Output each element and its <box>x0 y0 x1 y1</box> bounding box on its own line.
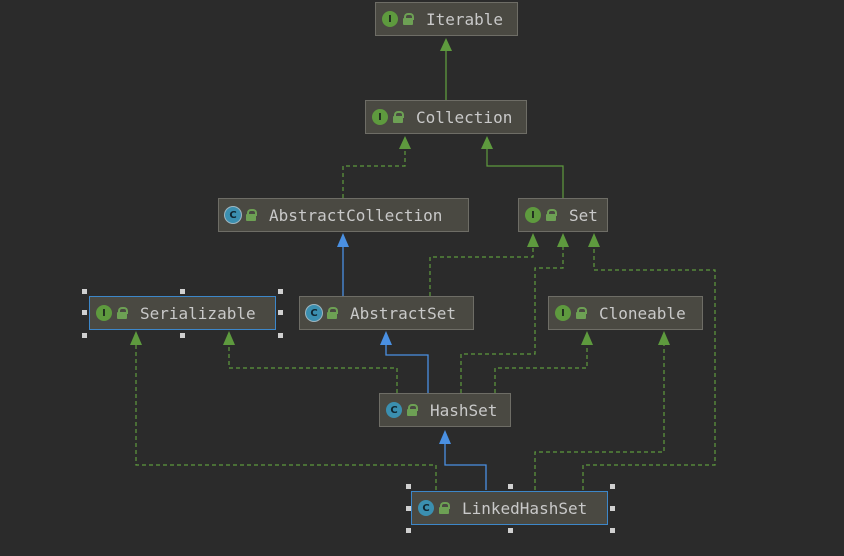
interface-icon: I <box>382 11 398 27</box>
abstract-class-icon: C <box>306 305 322 321</box>
edge-hashset-set <box>460 233 569 393</box>
edge-set-collection <box>481 136 564 198</box>
node-label: Iterable <box>426 9 504 29</box>
interface-icon: I <box>96 305 112 321</box>
selection-handle[interactable] <box>82 310 87 315</box>
node-collection[interactable]: I Collection <box>365 100 527 134</box>
selection-handle[interactable] <box>508 484 513 489</box>
public-lock-icon <box>392 111 404 123</box>
node-label: Set <box>569 205 598 225</box>
edge-linkedhashset-hashset <box>439 430 487 490</box>
selection-handle[interactable] <box>82 333 87 338</box>
public-lock-icon <box>116 307 128 319</box>
edge-abstractset-set <box>429 233 539 296</box>
selection-handle[interactable] <box>278 289 283 294</box>
node-label: HashSet <box>430 400 498 420</box>
interface-icon: I <box>555 305 571 321</box>
selection-handle[interactable] <box>278 333 283 338</box>
selection-handle[interactable] <box>610 506 615 511</box>
selection-handle[interactable] <box>406 506 411 511</box>
node-label: LinkedHashSet <box>462 498 588 518</box>
node-label: Serializable <box>140 303 256 323</box>
selection-handle[interactable] <box>82 289 87 294</box>
node-label: Cloneable <box>599 303 686 323</box>
edge-abstractcollection-collection <box>342 136 411 198</box>
edge-hashset-abstractset <box>380 331 429 393</box>
selection-handle[interactable] <box>406 484 411 489</box>
public-lock-icon <box>575 307 587 319</box>
edge-linkedhashset-set <box>582 233 716 490</box>
interface-icon: I <box>372 109 388 125</box>
selection-handle[interactable] <box>610 484 615 489</box>
edge-hashset-serializable <box>223 331 398 393</box>
selection-handle[interactable] <box>508 528 513 533</box>
edge-hashset-cloneable <box>494 331 593 393</box>
edge-collection-iterable <box>440 38 452 100</box>
selection-handle[interactable] <box>278 310 283 315</box>
edge-linkedhashset-serializable <box>130 331 437 490</box>
public-lock-icon <box>245 209 257 221</box>
node-set[interactable]: I Set <box>518 198 608 232</box>
node-label: AbstractSet <box>350 303 456 323</box>
node-linked-hash-set[interactable]: C LinkedHashSet <box>411 491 608 525</box>
node-cloneable[interactable]: I Cloneable <box>548 296 703 330</box>
public-lock-icon <box>438 502 450 514</box>
public-lock-icon <box>406 404 418 416</box>
node-abstract-set[interactable]: C AbstractSet <box>299 296 474 330</box>
public-lock-icon <box>545 209 557 221</box>
edge-linkedhashset-cloneable <box>534 331 670 490</box>
interface-icon: I <box>525 207 541 223</box>
node-iterable[interactable]: I Iterable <box>375 2 518 36</box>
node-hash-set[interactable]: C HashSet <box>379 393 511 427</box>
selection-handle[interactable] <box>610 528 615 533</box>
class-icon: C <box>418 500 434 516</box>
selection-handle[interactable] <box>406 528 411 533</box>
selection-handle[interactable] <box>180 289 185 294</box>
node-label: AbstractCollection <box>269 205 443 225</box>
public-lock-icon <box>402 13 414 25</box>
node-serializable[interactable]: I Serializable <box>89 296 276 330</box>
class-icon: C <box>386 402 402 418</box>
abstract-class-icon: C <box>225 207 241 223</box>
node-abstract-collection[interactable]: C AbstractCollection <box>218 198 469 232</box>
public-lock-icon <box>326 307 338 319</box>
edge-abstractset-abstractcollection <box>337 233 349 296</box>
node-label: Collection <box>416 107 513 127</box>
selection-handle[interactable] <box>180 333 185 338</box>
